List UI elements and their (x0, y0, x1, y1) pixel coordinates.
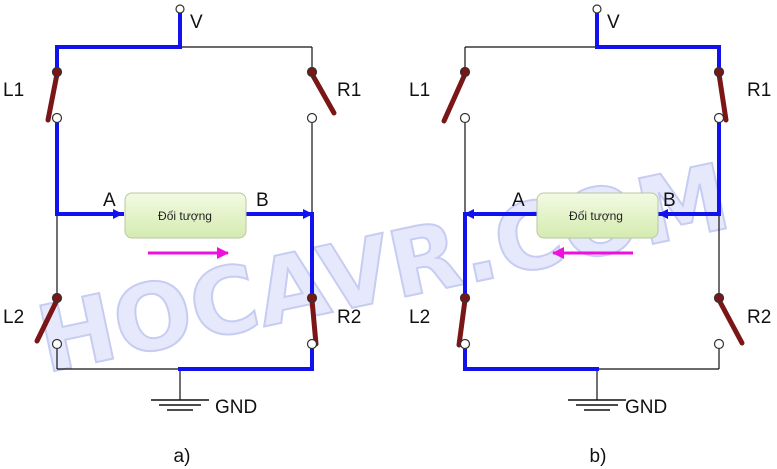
supply-terminal-icon (175, 4, 185, 14)
node-a-label: A (512, 190, 525, 211)
switch-r2-closed (309, 297, 319, 347)
ground-label: GND (215, 397, 257, 418)
ground-icon (151, 399, 209, 411)
current-path-b-bottom (463, 342, 599, 371)
label-r2: R2 (747, 307, 771, 328)
label-r1: R1 (747, 80, 771, 101)
ground-label: GND (625, 397, 667, 418)
switch-r2-open (716, 297, 745, 346)
switch-l2-closed (456, 297, 468, 348)
caption-b: b) (590, 446, 607, 467)
label-l2: L2 (409, 307, 430, 328)
diagram-a: V GND Đối tượng A B L1 R1 L2 R2 a) (3, 4, 361, 467)
node-a-label: A (103, 190, 116, 211)
current-path-a-top (55, 10, 182, 74)
current-path-b-top (595, 10, 721, 74)
diagram-b: V GND Đối tượng A B L1 R1 L2 R2 b) (409, 4, 771, 467)
label-l1: L1 (3, 80, 24, 101)
label-l2: L2 (3, 307, 24, 328)
object-label: Đối tượng (569, 209, 623, 223)
caption-a: a) (174, 446, 191, 467)
supply-label: V (607, 12, 620, 33)
label-r1: R1 (337, 80, 361, 101)
switch-l1-open (441, 71, 468, 124)
object-label: Đối tượng (158, 209, 212, 223)
watermark-text: HOCAVR.COM (28, 143, 739, 394)
current-path-a-bottom (178, 342, 314, 371)
object-box (124, 192, 247, 239)
supply-terminal-icon (592, 4, 602, 14)
label-r2: R2 (337, 307, 361, 328)
switch-r1-open (309, 71, 337, 116)
supply-label: V (190, 12, 203, 33)
switch-l2-open (34, 297, 60, 344)
node-b-label: B (663, 190, 676, 211)
switch-l1-closed (45, 71, 60, 123)
ground-icon (568, 399, 626, 411)
label-l1: L1 (409, 80, 430, 101)
node-b-label: B (256, 190, 269, 211)
switch-r1-closed (716, 71, 729, 123)
object-box (536, 192, 659, 239)
